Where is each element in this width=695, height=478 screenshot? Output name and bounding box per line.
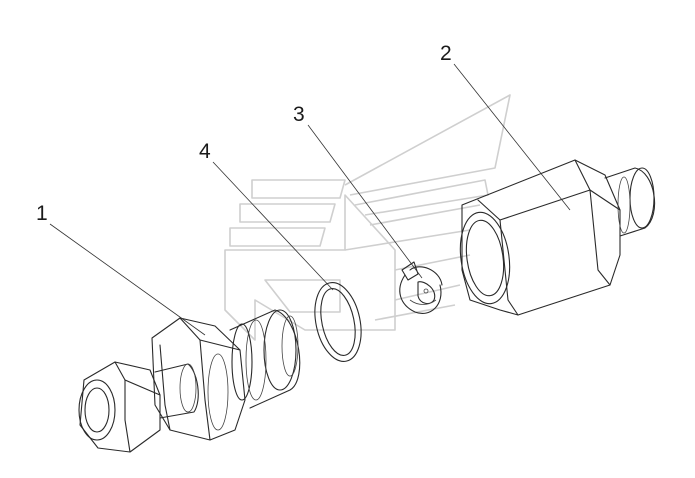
leader-line-1 bbox=[49, 223, 206, 336]
callout-2: 2 bbox=[440, 42, 452, 65]
watermark-logo bbox=[224, 94, 511, 341]
callout-3: 3 bbox=[293, 103, 305, 126]
callout-1: 1 bbox=[36, 202, 48, 225]
callout-4: 4 bbox=[199, 140, 211, 163]
leader-line-3 bbox=[307, 124, 423, 279]
leader-line-2 bbox=[453, 63, 571, 211]
part-1-union-fitting bbox=[78, 309, 301, 453]
leader-line-4 bbox=[212, 161, 334, 291]
part-2-hex-body bbox=[459, 159, 656, 316]
callout-labels: 1 2 3 4 bbox=[36, 42, 452, 225]
leader-lines bbox=[49, 63, 571, 336]
part-3-retaining-ring bbox=[399, 261, 443, 314]
part-4-o-ring bbox=[314, 282, 362, 362]
